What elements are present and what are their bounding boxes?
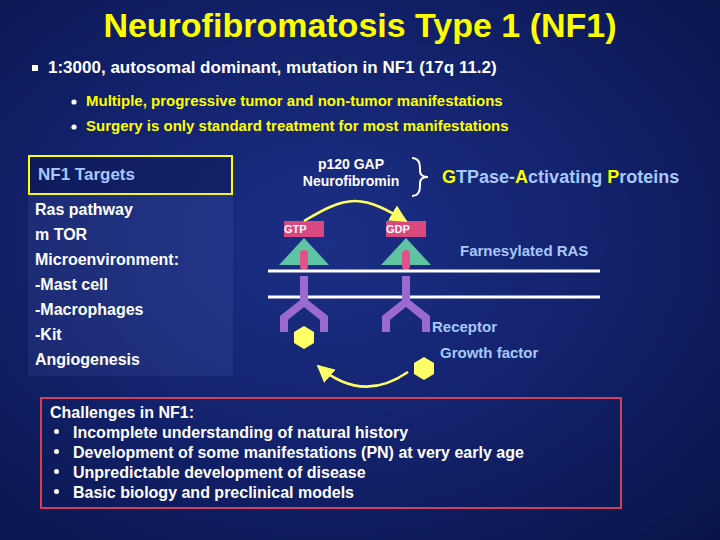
- text-row: m TOR: [35, 222, 226, 247]
- text-row: Ras pathway: [35, 197, 226, 222]
- box-text: m TOR: [35, 222, 87, 247]
- text-row: Angiogenesis: [35, 347, 226, 372]
- membrane-line: [268, 296, 600, 299]
- target-list-panel: Ras pathwaym TORMicroenvironment:-Mast c…: [28, 194, 233, 376]
- letter: t: [637, 167, 643, 187]
- letter: s: [489, 167, 499, 187]
- box-text: Ras pathway: [35, 197, 133, 222]
- box-text: Development of some manifestations (PN) …: [73, 443, 524, 463]
- bullet-dot: [54, 429, 59, 434]
- letter: i: [653, 167, 658, 187]
- bullet-dot: [54, 469, 59, 474]
- challenges-box: Challenges in NF1:Incomplete understandi…: [40, 397, 622, 509]
- box-text: Microenvironment:: [35, 247, 179, 272]
- fact-bullet: 1:3000, autosomal dominant, mutation in …: [48, 58, 497, 78]
- gtp-box: GTP: [284, 221, 324, 237]
- membrane-line: [268, 270, 600, 273]
- letter: e: [499, 167, 509, 187]
- ras-label: Farnesylated RAS: [460, 242, 588, 259]
- box-text: -Kit: [35, 322, 62, 347]
- text-row: Basic biology and preclinical models: [50, 483, 612, 503]
- bullet-dot: [71, 124, 76, 129]
- text-row: Microenvironment:: [35, 247, 226, 272]
- letter: [602, 167, 607, 187]
- box-text: Incomplete understanding of natural hist…: [73, 423, 408, 443]
- ras-protein: [300, 250, 308, 270]
- text-row: -Mast cell: [35, 272, 226, 297]
- box-text: GDP: [386, 221, 410, 237]
- letter: G: [442, 167, 456, 187]
- growth-factor-hexagon: [294, 326, 314, 349]
- letter: t: [569, 167, 575, 187]
- text-row: Unpredictable development of disease: [50, 463, 612, 483]
- bullet-dot: [54, 449, 59, 454]
- letter: a: [559, 167, 569, 187]
- gdp-box: GDP: [386, 221, 426, 237]
- box-text: -Macrophages: [35, 297, 143, 322]
- letter: -: [509, 167, 515, 187]
- text-row: -Macrophages: [35, 297, 226, 322]
- brace: [412, 158, 428, 196]
- box-text: Unpredictable development of disease: [73, 463, 366, 483]
- letter: t: [538, 167, 544, 187]
- letter: v: [549, 167, 559, 187]
- letter: n: [580, 167, 591, 187]
- receptor-label: Receptor: [432, 318, 497, 335]
- binding-arrow: [318, 366, 408, 387]
- letter: P: [607, 167, 619, 187]
- sub-bullet: Multiple, progressive tumor and non-tumo…: [86, 92, 503, 109]
- letter: i: [575, 167, 580, 187]
- letter: n: [658, 167, 669, 187]
- square-bullet: [32, 65, 38, 71]
- letter: c: [528, 167, 538, 187]
- bullet-dot: [54, 489, 59, 494]
- receptor-cup: [386, 302, 426, 332]
- box-text: NF1 Targets: [38, 165, 135, 185]
- letter: T: [456, 167, 467, 187]
- text-row: GDP: [386, 221, 426, 237]
- letter: a: [479, 167, 489, 187]
- letter: A: [515, 167, 528, 187]
- text-row: Incomplete understanding of natural hist…: [50, 423, 612, 443]
- target-header-box: NF1 Targets: [28, 155, 233, 195]
- text-row: Development of some manifestations (PN) …: [50, 443, 612, 463]
- letter: r: [619, 167, 626, 187]
- letter: i: [544, 167, 549, 187]
- box-text: -Mast cell: [35, 272, 108, 297]
- box-heading: Challenges in NF1:: [50, 403, 194, 423]
- slide-title: Neurofibromatosis Type 1 (NF1): [0, 6, 720, 45]
- sub-bullet: Surgery is only standard treatment for m…: [86, 117, 509, 134]
- protein-class-label: GTPase-Activating Proteins: [442, 167, 679, 188]
- protein-label: p120 GAP Neurofibromin: [290, 156, 412, 190]
- text-row: Challenges in NF1:: [50, 403, 612, 423]
- letter: s: [669, 167, 679, 187]
- text-row: NF1 Targets: [38, 165, 223, 185]
- text-row: GTP: [284, 221, 324, 237]
- ras-protein: [402, 250, 410, 270]
- box-text: Angiogenesis: [35, 347, 140, 372]
- bullet-dot: [71, 99, 76, 104]
- box-text: Basic biology and preclinical models: [73, 483, 354, 503]
- growth-factor-label: Growth factor: [440, 344, 538, 361]
- text-row: -Kit: [35, 322, 226, 347]
- growth-factor-hexagon: [414, 357, 434, 380]
- letter: P: [467, 167, 479, 187]
- conversion-arrow: [304, 201, 406, 221]
- letter: g: [591, 167, 602, 187]
- letter: e: [643, 167, 653, 187]
- box-text: GTP: [284, 221, 307, 237]
- letter: o: [626, 167, 637, 187]
